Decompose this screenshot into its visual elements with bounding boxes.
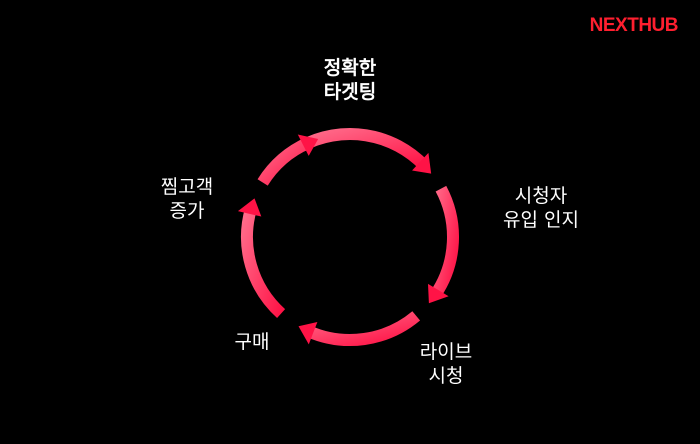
step-targeting-line2: 타겟팅 [323, 81, 377, 103]
step-purchase-line1: 구매 [234, 331, 270, 353]
arrowhead-live-to-purchase [298, 321, 318, 345]
step-wishlist-line2: 증가 [169, 200, 205, 222]
step-live-viewing-line2: 시청 [428, 365, 464, 387]
step-viewer-awareness-line1: 시청자 [514, 185, 568, 207]
step-targeting-label: 정확한 타겟팅 [300, 56, 400, 104]
step-purchase-label: 구매 [212, 330, 292, 354]
step-targeting-line1: 정확한 [323, 57, 377, 79]
step-live-viewing-line1: 라이브 [419, 341, 473, 363]
step-live-viewing-label: 라이브 시청 [396, 340, 496, 388]
step-viewer-awareness-label: 시청자 유입 인지 [486, 184, 596, 232]
arc-awareness-to-live [430, 185, 459, 298]
arc-wishlist-to-targeting [257, 137, 311, 186]
step-viewer-awareness-line2: 유입 인지 [503, 209, 579, 231]
step-wishlist-label: 찜고객 증가 [142, 175, 232, 223]
arc-targeting-to-awareness [298, 128, 429, 170]
brand-logo: NEXTHUB [589, 15, 679, 36]
arc-purchase-to-wishlist [241, 206, 286, 319]
cycle-arrows [237, 128, 459, 346]
step-wishlist-line1: 찜고객 [160, 176, 214, 198]
arrowhead-purchase-to-wishlist [237, 198, 262, 217]
arrowhead-awareness-to-live [428, 283, 449, 304]
arrowhead-wishlist-to-targeting [297, 134, 319, 156]
arrowhead-targeting-to-awareness [412, 152, 432, 174]
arc-live-to-purchase [305, 311, 421, 346]
